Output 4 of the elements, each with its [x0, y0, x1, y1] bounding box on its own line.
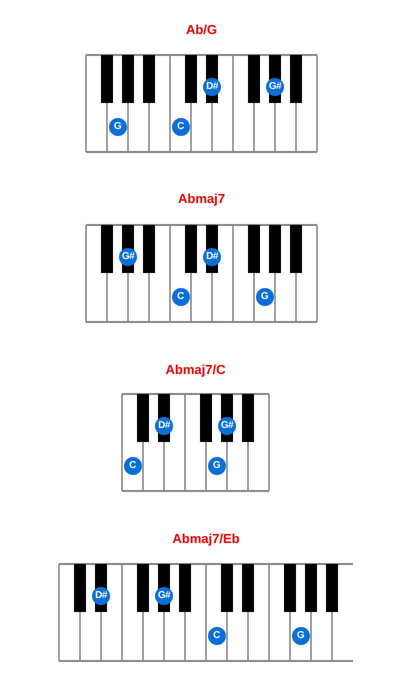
- chord-title: Abmaj7: [178, 191, 225, 206]
- chord-title: Abmaj7/C: [166, 362, 226, 377]
- chord-title: Ab/G: [186, 22, 218, 37]
- chord-title: Abmaj7/Eb: [172, 531, 240, 546]
